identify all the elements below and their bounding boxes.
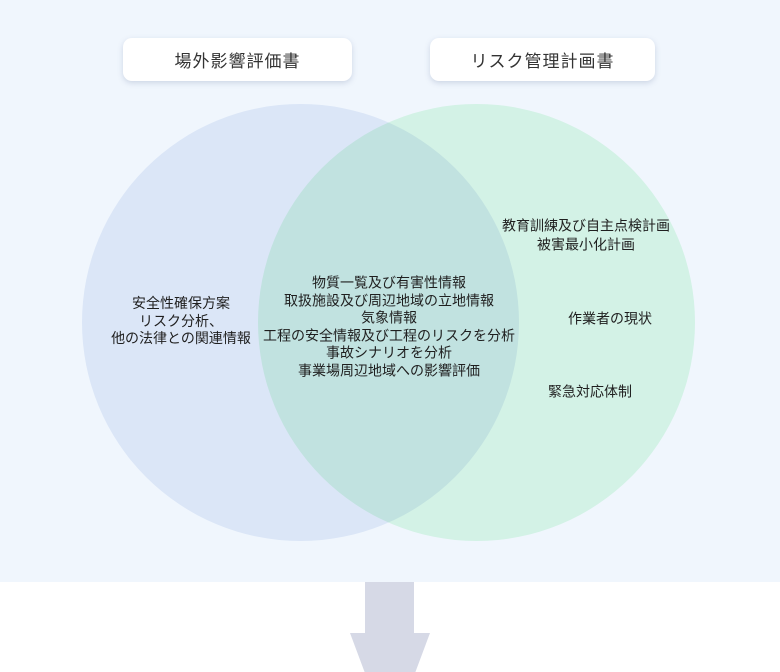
venn-left-only-items: 安全性確保方案 リスク分析、 他の法律との関連情報 (111, 295, 251, 348)
venn-shared-item: 事故シナリオを分析 (326, 344, 452, 361)
venn-shared-item: 工程の安全情報及び工程のリスクを分析 (263, 327, 515, 343)
venn-shared-item: 事業場周辺地域への影響評価 (298, 362, 480, 378)
venn-shared-item: 取扱施設及び周辺地域の立地情報 (284, 292, 494, 308)
venn-right-middle-item: 作業者の現状 (568, 310, 652, 327)
venn-left-item: リスク分析、 (139, 312, 223, 329)
venn-shared-item: 物質一覧及び有害性情報 (312, 274, 466, 291)
down-arrow-shape (350, 582, 430, 672)
venn-left-item: 安全性確保方案 (132, 294, 230, 311)
venn-right-bottom-item: 緊急対応体制 (548, 383, 632, 400)
label-risk-management-plan-text: リスク管理計画書 (470, 52, 615, 71)
label-offsite-impact-report-text: 場外影響評価書 (174, 52, 301, 71)
venn-right-item: 教育訓練及び自主点検計画 (502, 217, 670, 234)
label-risk-management-plan: リスク管理計画書 (430, 38, 655, 81)
venn-right-top-items: 教育訓練及び自主点検計画 被害最小化計画 (502, 217, 670, 254)
venn-shared-items: 物質一覧及び有害性情報 取扱施設及び周辺地域の立地情報 気象情報 工程の安全情報… (263, 275, 515, 380)
venn-shared-item: 気象情報 (361, 309, 417, 326)
right-venn-circle (258, 104, 695, 541)
label-offsite-impact-report: 場外影響評価書 (123, 38, 352, 81)
venn-left-item: 他の法律との関連情報 (111, 329, 251, 346)
venn-right-item: 被害最小化計画 (537, 236, 635, 252)
